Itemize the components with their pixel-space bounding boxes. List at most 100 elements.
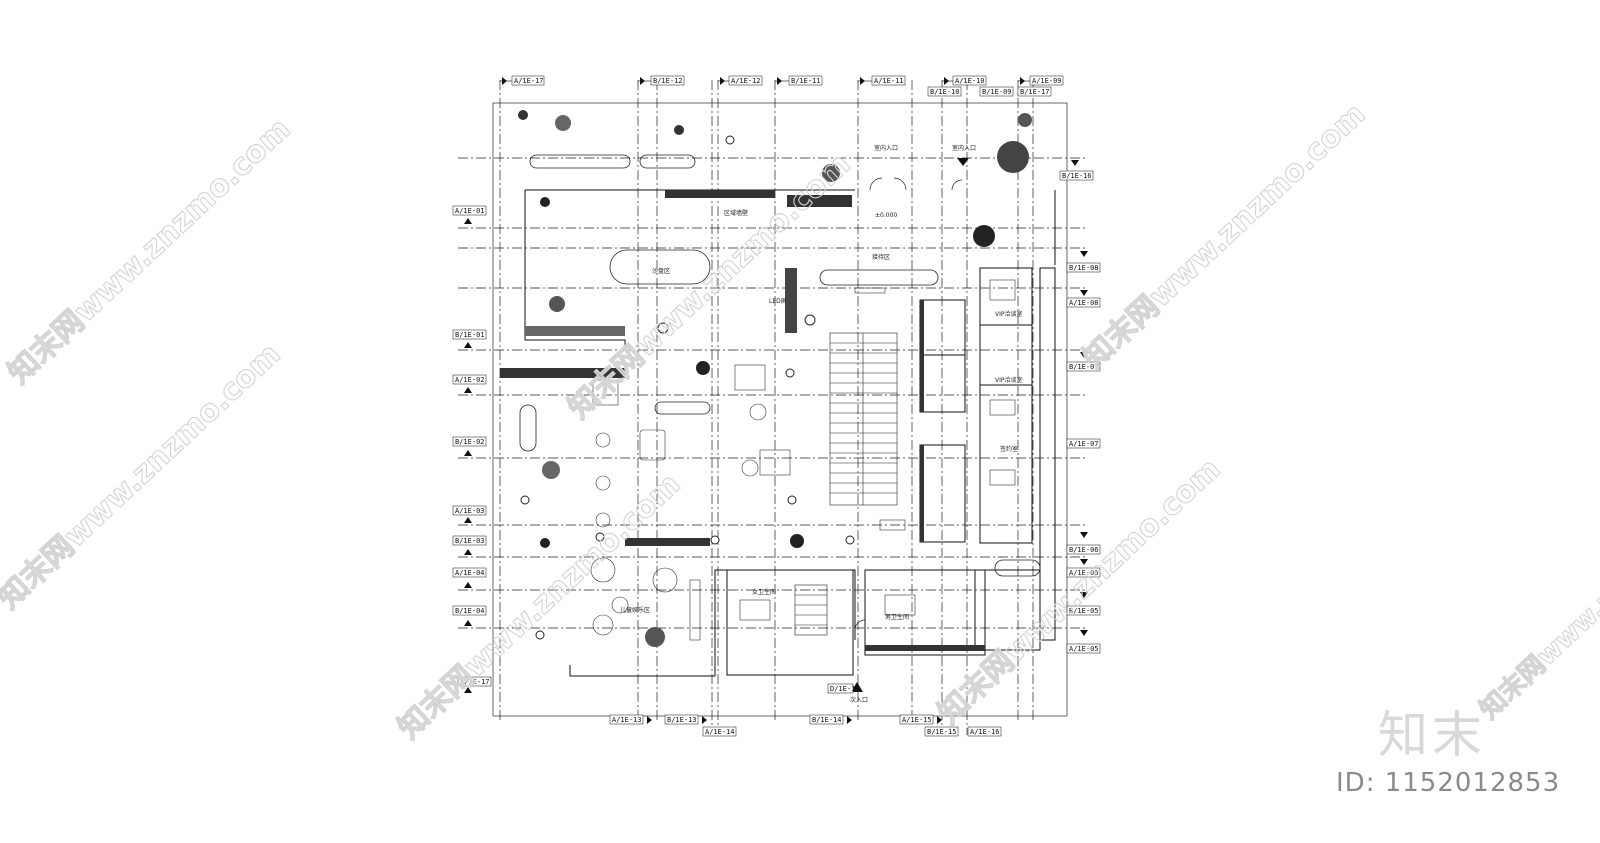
grid-tag: B/1E-01	[452, 329, 487, 348]
svg-text:A/1E-09: A/1E-09	[1032, 77, 1062, 85]
grid-tag: B/1E-03	[452, 535, 487, 555]
grid-tag: A/1E-03	[452, 505, 487, 523]
svg-text:A/1E-10: A/1E-10	[955, 77, 985, 85]
grid-tag: A/1E-12	[718, 75, 763, 86]
svg-text:B/1E-01: B/1E-01	[455, 331, 485, 339]
svg-text:A/1E-17: A/1E-17	[514, 77, 544, 85]
grid-tag: B/1E-12	[638, 75, 685, 86]
svg-text:VIP洽谈室: VIP洽谈室	[995, 376, 1023, 384]
grid-tag: B/1E-05	[1066, 592, 1101, 616]
svg-text:知末网www.znzmo.com: 知末网www.znzmo.com	[0, 337, 287, 616]
svg-text:女卫生间: 女卫生间	[752, 588, 776, 596]
svg-text:B/1E-15: B/1E-15	[927, 728, 957, 736]
svg-text:室内入口: 室内入口	[874, 144, 898, 152]
svg-text:签约室: 签约室	[1000, 445, 1018, 453]
svg-text:B/1E-17: B/1E-17	[1020, 88, 1050, 96]
svg-text:B/1E-10: B/1E-10	[930, 88, 960, 96]
grid-tag: B/1E-09	[979, 86, 1014, 97]
svg-text:A/1E-05: A/1E-05	[1069, 645, 1099, 653]
svg-text:B/1E-05: B/1E-05	[1069, 607, 1099, 615]
grid-tag: A/1E-06	[1066, 559, 1101, 578]
svg-text:B/1E-11: B/1E-11	[791, 77, 821, 85]
svg-text:A/1E-02: A/1E-02	[455, 376, 485, 384]
grid-tag: A/1E-13	[609, 714, 652, 725]
svg-text:A/1E-03: A/1E-03	[455, 507, 485, 515]
room-labels: 室内入口 室内入口 ±0.000 区域墙壁 沙盘区 接待区 LED屏 VIP洽谈…	[620, 144, 1023, 704]
svg-text:B/1E-02: B/1E-02	[455, 438, 485, 446]
svg-text:B/1E-06: B/1E-06	[1069, 546, 1099, 554]
side-entry-marker-icon	[851, 682, 863, 692]
svg-text:VIP洽谈室: VIP洽谈室	[995, 310, 1023, 318]
svg-text:B/1E-16: B/1E-16	[1062, 172, 1092, 180]
svg-text:沙盘区: 沙盘区	[652, 267, 670, 275]
grid-tag: A/1E-08	[1066, 290, 1101, 308]
svg-text:知末网www.znzmo.com: 知末网www.znzmo.com	[1474, 483, 1600, 725]
svg-text:知末网www.znzmo.com: 知末网www.znzmo.com	[932, 452, 1228, 731]
svg-text:A/1E-07: A/1E-07	[1069, 440, 1099, 448]
site-boundary	[492, 102, 1068, 717]
svg-text:A/1E-12: A/1E-12	[731, 77, 761, 85]
svg-text:LED屏: LED屏	[769, 298, 787, 305]
svg-text:B/1E-07: B/1E-07	[1069, 363, 1099, 371]
grid-tags-top: A/1E-17 B/1E-12 A/1E-12 B/1E-11 A/1E-11 …	[500, 75, 1064, 97]
door-swings	[854, 177, 963, 631]
entry-marker-icon	[957, 158, 969, 166]
tree-symbols	[518, 110, 1032, 647]
svg-text:接待区: 接待区	[872, 253, 890, 261]
grid-tag: B/1E-10	[927, 86, 962, 97]
svg-text:B/1E-14: B/1E-14	[812, 716, 842, 724]
svg-text:A/1E-08: A/1E-08	[1069, 299, 1099, 307]
svg-text:A/1E-01: A/1E-01	[455, 207, 485, 215]
svg-text:B/1E-09: B/1E-09	[982, 88, 1012, 96]
svg-text:A/1E-04: A/1E-04	[455, 569, 485, 577]
grid-tag: A/1E-11	[858, 75, 906, 86]
grid-tag: B/1E-16	[1059, 160, 1094, 181]
grid-tag: B/1E-08	[1066, 251, 1101, 273]
brand-logo-text: 知末	[1378, 706, 1486, 764]
svg-text:D/1E-1: D/1E-1	[830, 685, 855, 693]
grid-tag: A/1E-15	[899, 714, 942, 725]
grid-tag: A/1E-05	[1066, 630, 1101, 654]
grid-tag: B/1E-14	[809, 714, 852, 725]
grid-tags-bottom: A/1E-13 B/1E-13 A/1E-14 B/1E-14 A/1E-15 …	[609, 714, 1002, 737]
svg-text:B/1E-12: B/1E-12	[653, 77, 683, 85]
furniture	[590, 279, 1016, 641]
svg-text:A/1E-11: A/1E-11	[874, 77, 904, 85]
svg-text:C/1E-17: C/1E-17	[460, 678, 490, 686]
grid-tag: B/1E-11	[775, 75, 823, 86]
svg-text:±0.000: ±0.000	[875, 212, 897, 219]
svg-text:室内入口: 室内入口	[952, 144, 976, 152]
grid-tag: B/1E-04	[452, 605, 487, 626]
svg-text:B/1E-13: B/1E-13	[667, 716, 697, 724]
planters	[519, 154, 1041, 577]
grid-tags-left: A/1E-01 B/1E-01 A/1E-02 B/1E-02 A/1E-03 …	[452, 205, 492, 693]
grid-tag: A/1E-01	[452, 205, 487, 224]
grid-tag: A/1E-09	[1018, 75, 1064, 86]
svg-text:知末网www.znzmo.com: 知末网www.znzmo.com	[562, 147, 858, 426]
hatched-walls	[500, 190, 985, 651]
watermark-layer: 知末网www.znzmo.com 知末网www.znzmo.com 知末网www…	[0, 96, 1600, 746]
grid-tag: B/1E-06	[1066, 532, 1101, 555]
svg-text:男卫生间: 男卫生间	[885, 613, 909, 621]
svg-text:A/1E-15: A/1E-15	[902, 716, 932, 724]
grid-tag: B/1E-17	[1017, 86, 1052, 97]
grid-tag: A/1E-10	[942, 75, 987, 86]
grid-tag-center: D/1E-1	[827, 683, 855, 694]
grid-tag: A/1E-04	[452, 567, 487, 588]
svg-text:儿童娱乐区: 儿童娱乐区	[620, 606, 650, 614]
grid-tag: A/1E-17	[500, 75, 545, 86]
svg-text:B/1E-08: B/1E-08	[1069, 264, 1099, 272]
svg-text:A/1E-13: A/1E-13	[612, 716, 642, 724]
svg-text:A/1E-14: A/1E-14	[705, 728, 735, 736]
grid-tag: A/1E-16	[967, 726, 1002, 737]
grid-tag: A/1E-02	[452, 374, 487, 393]
vertical-gridlines	[499, 80, 1034, 735]
svg-text:A/1E-06: A/1E-06	[1069, 569, 1099, 577]
grid-tag: B/1E-07	[1066, 352, 1101, 372]
grid-tag: B/1E-02	[452, 436, 487, 456]
grid-tags-right: B/1E-16 B/1E-08 A/1E-08 B/1E-07 A/1E-07 …	[1059, 160, 1101, 654]
svg-text:知末网www.znzmo.com: 知末网www.znzmo.com	[1077, 97, 1373, 376]
svg-text:区域墙壁: 区域墙壁	[724, 209, 748, 217]
grid-tag: A/1E-07	[1066, 438, 1101, 449]
